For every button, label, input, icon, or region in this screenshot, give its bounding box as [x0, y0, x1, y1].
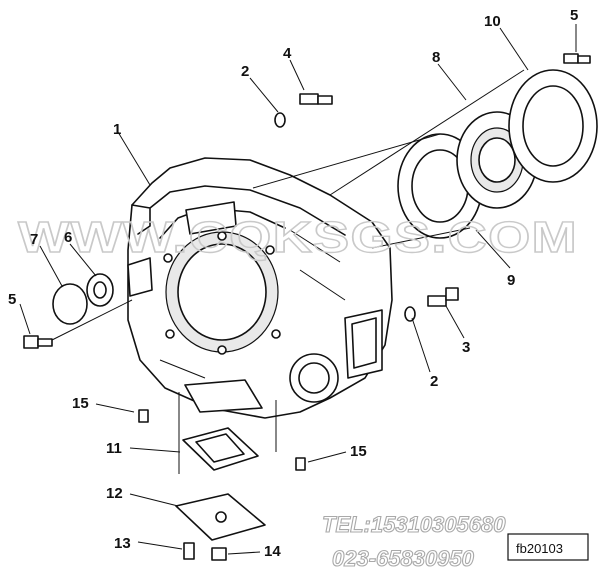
callout-leaders — [19, 24, 577, 555]
callout-12: 12 — [106, 485, 123, 502]
leader-line — [371, 227, 471, 249]
gasket-6 — [86, 273, 114, 307]
callout-4: 4 — [283, 45, 292, 62]
plug-15-right — [295, 457, 306, 471]
callout-6: 6 — [64, 229, 72, 246]
callout-1: 1 — [113, 121, 121, 138]
callout-3: 3 — [462, 339, 470, 356]
capscrew-5-left — [23, 335, 53, 349]
callout-14: 14 — [264, 543, 281, 560]
callout-10: 10 — [484, 13, 501, 30]
contact-tel: TEL:15310305680 — [322, 512, 506, 537]
callout-8: 8 — [432, 49, 440, 66]
callout-2-top: 2 — [241, 63, 249, 80]
callout-2-right: 2 — [430, 373, 438, 390]
capscrew-3 — [427, 287, 459, 307]
leader-line — [252, 133, 441, 189]
leader-line — [51, 299, 133, 341]
watermark-text: WWW.CQKSGS.COM — [18, 213, 578, 262]
plug-15-left — [138, 409, 149, 423]
drawing-code-box — [507, 533, 589, 561]
gasket-11 — [182, 427, 259, 471]
callout-15-left: 15 — [72, 395, 89, 412]
flywheel-housing — [127, 157, 393, 419]
callout-7: 7 — [30, 231, 38, 248]
capscrew-4 — [299, 93, 333, 105]
cover-plate-7 — [52, 283, 88, 325]
callout-13: 13 — [114, 535, 131, 552]
washer-2 — [274, 112, 286, 128]
plate-10 — [508, 69, 598, 183]
drawing-code: fb20103 — [516, 541, 563, 556]
plug-14 — [211, 547, 227, 561]
leader-line — [329, 69, 525, 196]
callout-5-top: 5 — [570, 7, 578, 24]
capscrew-5-top — [563, 53, 591, 64]
washer-2-right — [404, 306, 416, 322]
callout-11: 11 — [106, 440, 122, 457]
callout-5-left: 5 — [8, 291, 16, 308]
contact-phone: 023-65830950 — [332, 546, 475, 571]
callout-15-right: 15 — [350, 443, 367, 460]
callout-9: 9 — [507, 272, 515, 289]
capscrew-13 — [183, 542, 195, 560]
